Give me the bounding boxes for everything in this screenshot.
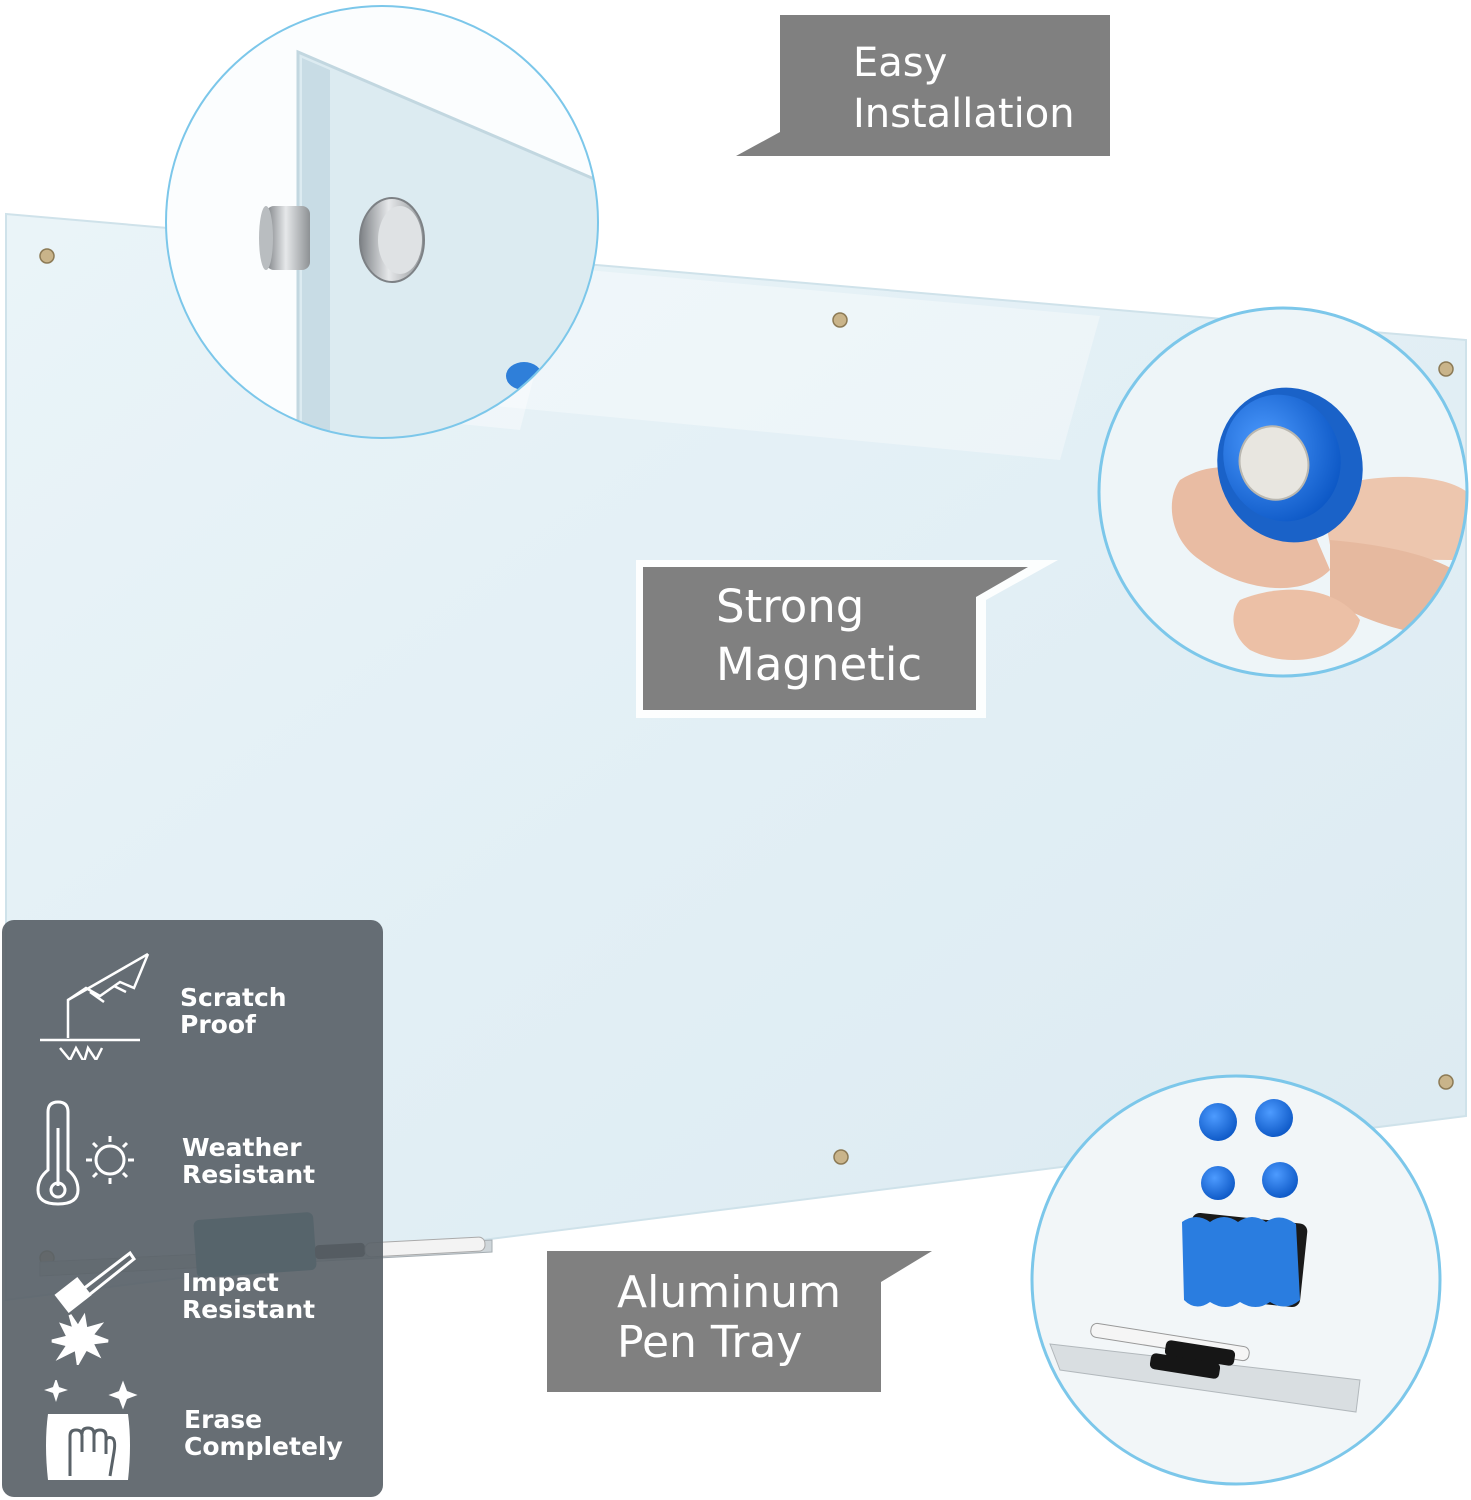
feature-label-line: Weather: [182, 1133, 302, 1162]
feature-panel: Scratch Proof Weather Resistant Impact R…: [2, 920, 383, 1497]
marker-tray: [1049, 1322, 1361, 1413]
callout-line: Strong: [716, 580, 865, 633]
feature-weather-resistant: Weather Resistant: [2, 1100, 383, 1220]
eraser: [1182, 1212, 1308, 1308]
feature-label-line: Proof: [180, 1010, 256, 1039]
feature-label-line: Completely: [184, 1432, 343, 1461]
zoom-lens-accessories: [1030, 1074, 1442, 1486]
feature-label-line: Scratch: [180, 983, 287, 1012]
callout-line: Magnetic: [716, 638, 923, 691]
feature-label-line: Resistant: [182, 1160, 316, 1189]
zoom-lens-magnet: [1097, 306, 1469, 678]
callout-line: Installation: [853, 91, 1075, 138]
feature-label-line: Impact: [182, 1268, 279, 1297]
round-magnets: [1199, 1099, 1298, 1200]
feature-label-line: Resistant: [182, 1295, 316, 1324]
callout-line: Easy: [853, 40, 948, 86]
zoom-lens-mounting: [165, 5, 599, 439]
feature-scratch-proof: Scratch Proof: [2, 940, 383, 1060]
callout-line: Pen Tray: [617, 1317, 803, 1368]
weather-resistant-icon: [36, 1100, 134, 1206]
feature-erase-completely: Erase Completely: [2, 1380, 383, 1500]
impact-resistant-icon: [51, 1250, 137, 1365]
callout-shape-aluminum-pen-tray: [540, 1244, 962, 1400]
scratch-proof-icon: [40, 952, 150, 1060]
callout-shape-strong-magnetic: [636, 560, 1058, 718]
feature-label-line: Erase: [184, 1405, 263, 1434]
callout-shape-easy-installation: [706, 8, 1120, 164]
feature-impact-resistant: Impact Resistant: [2, 1245, 383, 1365]
erase-completely-icon: [44, 1380, 138, 1480]
callout-line: Aluminum: [617, 1267, 841, 1318]
